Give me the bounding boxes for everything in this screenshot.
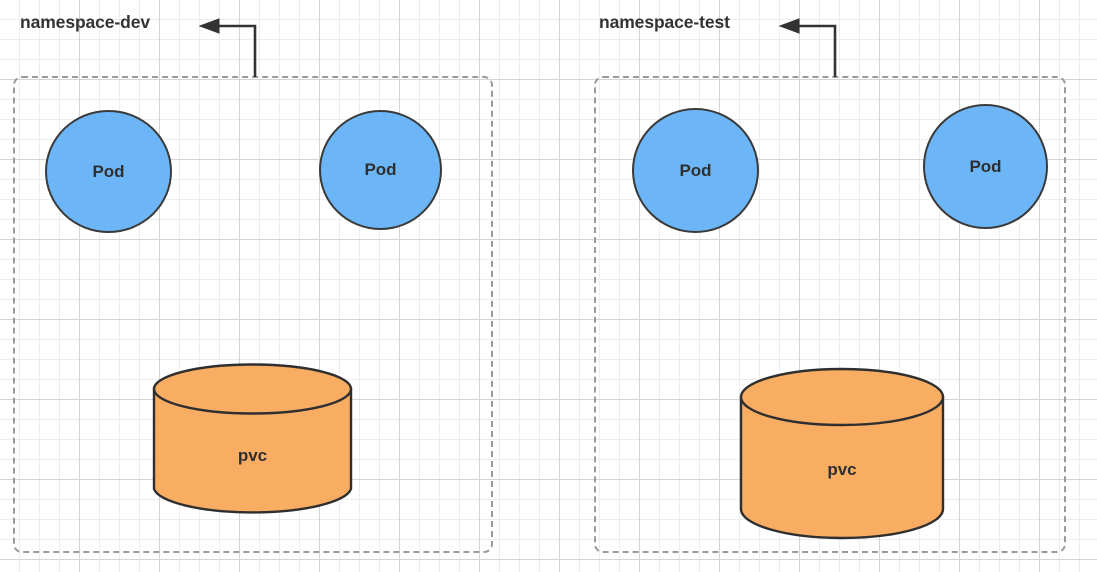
pod-test-2[interactable]: Pod <box>923 104 1048 229</box>
pod-label: Pod <box>364 160 397 179</box>
pod-label: Pod <box>679 160 712 180</box>
cylinder-shape <box>152 363 353 514</box>
pod-dev-1[interactable]: Pod <box>45 110 172 233</box>
callout-arrow-dev <box>198 18 257 77</box>
pod-label: Pod <box>969 156 1002 176</box>
pod-label: Pod <box>92 161 125 181</box>
pvc-dev[interactable]: pvc <box>152 363 353 515</box>
cylinder-shape <box>739 367 945 540</box>
pvc-test[interactable]: pvc <box>739 367 945 540</box>
pvc-label: pvc <box>237 446 268 465</box>
namespace-test-label[interactable]: namespace-test <box>599 12 730 32</box>
pvc-label: pvc <box>827 460 857 479</box>
pod-dev-2[interactable]: Pod <box>319 110 442 230</box>
namespace-dev-label[interactable]: namespace-dev <box>20 12 151 32</box>
namespace-dev-boundary[interactable] <box>13 76 493 553</box>
callout-arrow-test <box>778 18 837 77</box>
pod-test-1[interactable]: Pod <box>632 108 759 233</box>
namespace-test-boundary[interactable] <box>594 76 1066 553</box>
